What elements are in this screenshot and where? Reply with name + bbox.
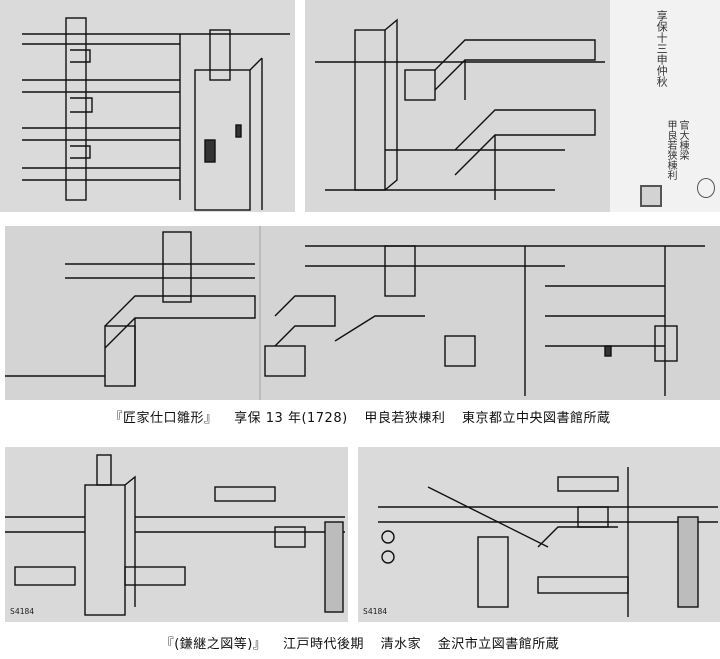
plate-vertical-name: 甲良若狭棟利	[665, 120, 676, 180]
caption-author: 清水家	[380, 637, 422, 652]
caption-holder: 東京都立中央図書館所蔵	[461, 411, 611, 426]
library-seal	[640, 185, 662, 207]
caption-author: 甲良若狭棟利	[364, 411, 446, 426]
caption-second-document: 『(鎌継之図等)』 江戸時代後期 清水家 金沢市立図書館所蔵	[0, 633, 720, 652]
plate-top-left	[0, 0, 295, 212]
plate-bottom-right: S4184	[358, 447, 720, 622]
plate-top-right: 享保十三申仲秋 官大棟梁 甲良若狭棟利	[305, 0, 720, 212]
plate-middle	[5, 226, 720, 400]
caption-holder: 金沢市立図書館所蔵	[437, 637, 560, 652]
joinery-drawing	[0, 0, 295, 212]
catalog-number: S4184	[10, 607, 35, 616]
plate-vertical-rank: 官大棟梁	[677, 120, 688, 160]
catalog-number: S4184	[363, 607, 388, 616]
plate-bottom-left: S4184	[5, 447, 348, 622]
caption-first-document: 『匠家仕口雛形』 享保 13 年(1728) 甲良若狭棟利 東京都立中央図書館所…	[0, 407, 720, 426]
joinery-drawing	[5, 447, 348, 622]
joinery-drawing	[305, 0, 720, 212]
caption-title: 『(鎌継之図等)』	[160, 637, 267, 652]
caption-date: 享保 13 年(1728)	[234, 411, 348, 426]
caption-date: 江戸時代後期	[282, 637, 364, 652]
ownership-stamp	[697, 178, 715, 198]
plate-vertical-title: 享保十三申仲秋	[655, 10, 669, 87]
joinery-drawing	[358, 447, 720, 622]
joinery-drawing	[5, 226, 720, 400]
caption-title: 『匠家仕口雛形』	[109, 411, 218, 426]
